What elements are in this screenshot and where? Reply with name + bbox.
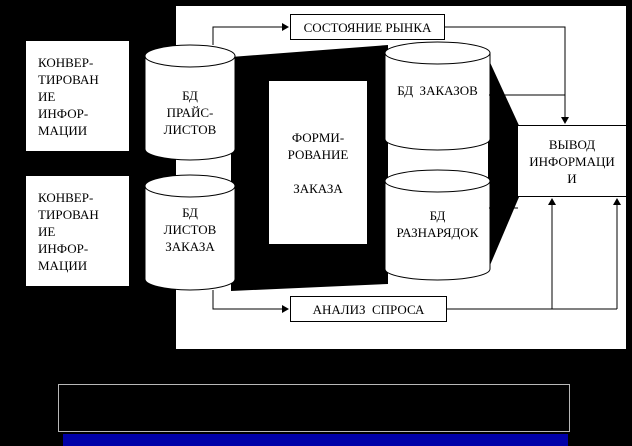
convert-information-box-top: КОНВЕР- ТИРОВАН ИЕ ИНФОР- МАЦИИ	[25, 40, 130, 152]
output-information-label: ВЫВОД ИНФОРМАЦИ И	[529, 136, 615, 186]
db-orders-label: БД ЗАКАЗОВ	[397, 83, 478, 98]
caption-frame	[58, 384, 570, 432]
market-state-box: СОСТОЯНИЕ РЫНКА	[290, 14, 445, 40]
output-information-box: ВЫВОД ИНФОРМАЦИ И	[517, 125, 627, 197]
db-raznaryadok-label: БД РАЗНАРЯДОК	[396, 208, 479, 240]
demand-analysis-box: АНАЛИЗ СПРОСА	[290, 296, 447, 322]
flow-funnel-to-output	[488, 58, 522, 270]
arrowhead-into-analysis	[282, 305, 289, 313]
arrowhead-into-output-top	[561, 117, 569, 124]
db-order-sheets-label: БД ЛИСТОВ ЗАКАЗА	[163, 205, 217, 254]
highlight-bar	[63, 434, 568, 446]
arrowhead-into-output-bottom-left	[548, 198, 556, 205]
db-orders-cylinder	[384, 41, 491, 151]
demand-analysis-label: АНАЛИЗ СПРОСА	[312, 301, 425, 317]
db-price-lists-cylinder	[144, 44, 236, 161]
connector-market-to-output	[445, 26, 566, 121]
market-state-label: СОСТОЯНИЕ РЫНКА	[303, 19, 432, 35]
order-formation-box: ФОРМИ- РОВАНИЕ ЗАКАЗА	[268, 80, 368, 245]
convert-information-box-bottom: КОНВЕР- ТИРОВАН ИЕ ИНФОР- МАЦИИ	[25, 175, 130, 287]
db-order-sheets-cylinder	[144, 174, 236, 291]
arrowhead-into-output-bottom-right	[613, 198, 621, 205]
convert-information-label-bottom: КОНВЕР- ТИРОВАН ИЕ ИНФОР- МАЦИИ	[38, 189, 99, 273]
connector-ordersheets-to-analysis	[212, 290, 282, 310]
connector-price-to-market	[212, 26, 282, 45]
arrowhead-into-market	[282, 23, 289, 31]
convert-information-label-top: КОНВЕР- ТИРОВАН ИЕ ИНФОР- МАЦИИ	[38, 54, 99, 138]
db-price-lists-label: БД ПРАЙС- ЛИСТОВ	[163, 88, 217, 137]
order-formation-label: ФОРМИ- РОВАНИЕ ЗАКАЗА	[287, 129, 349, 196]
db-raznaryadok-cylinder	[384, 169, 491, 281]
